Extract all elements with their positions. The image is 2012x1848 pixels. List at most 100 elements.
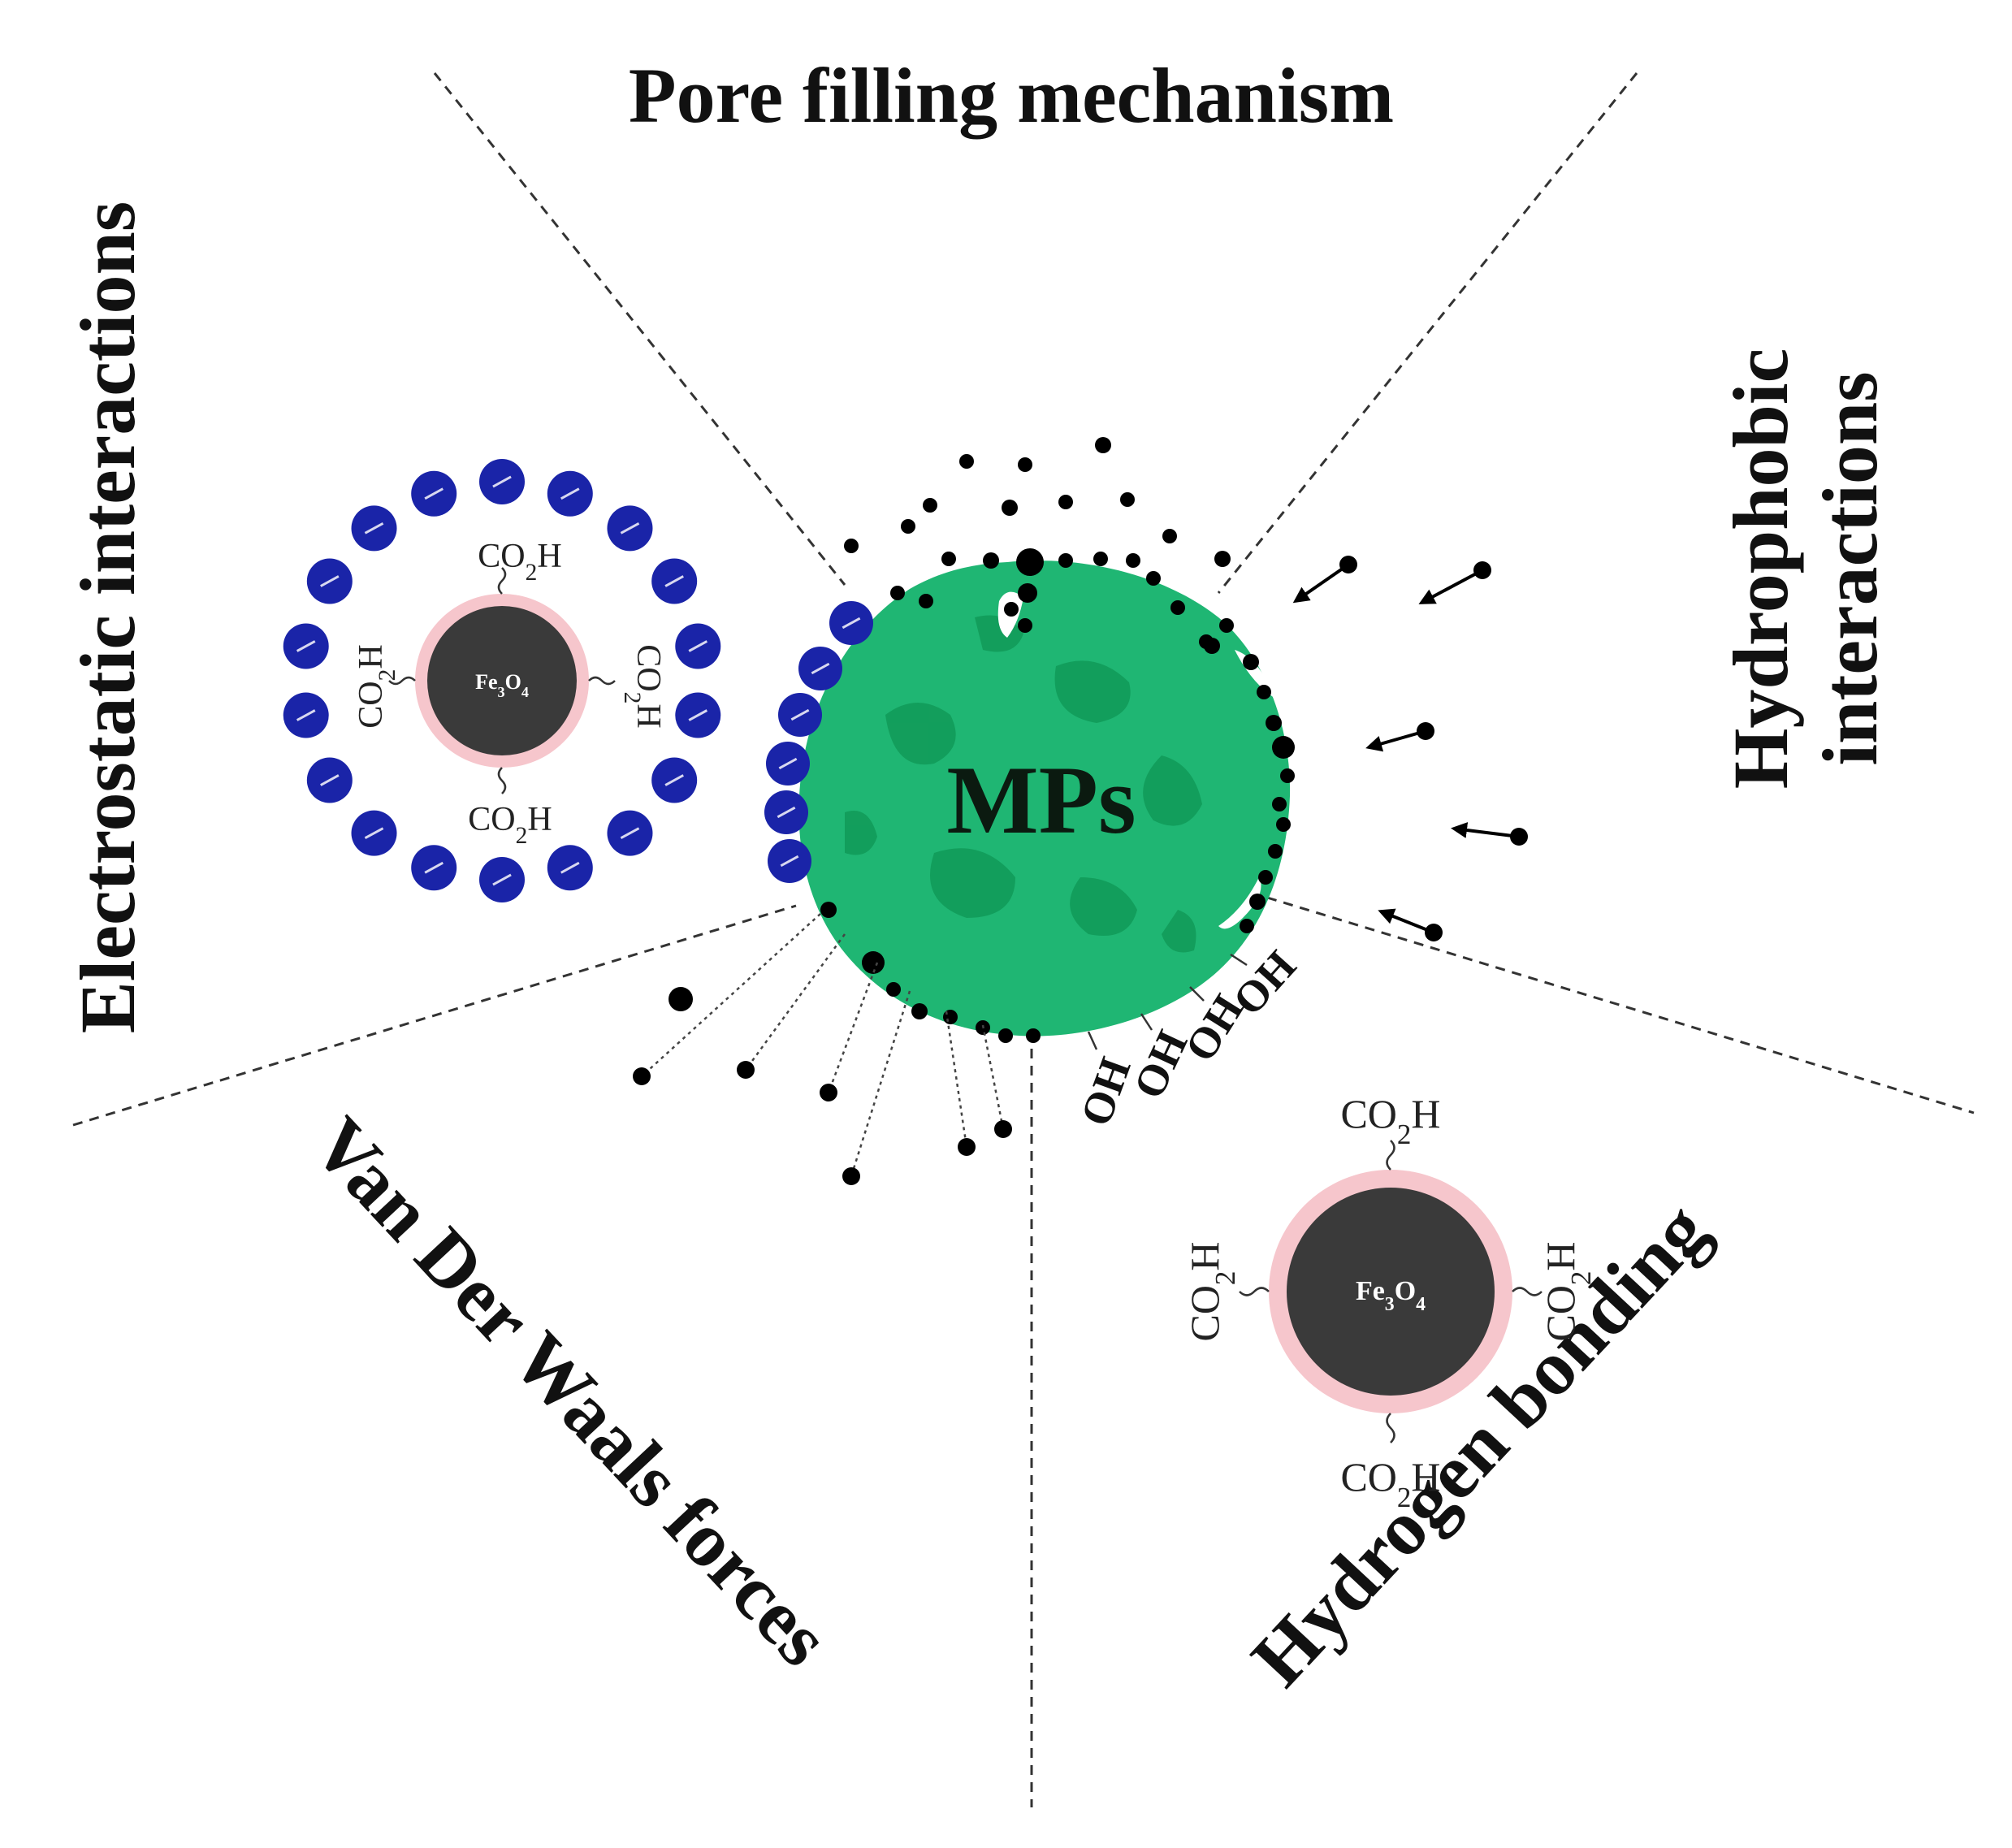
vdw-line	[744, 933, 846, 1071]
hb-nanoparticle-core-label: Fe3O4	[1356, 1276, 1426, 1315]
pollutant-dot	[1170, 600, 1185, 615]
pollutant-dot	[983, 552, 999, 569]
anion-12	[306, 757, 353, 803]
pollutant-dot	[1272, 797, 1287, 811]
vdw-line	[945, 1011, 968, 1148]
vdw-line	[850, 990, 911, 1177]
pollutant-dot	[1058, 495, 1073, 509]
electrostatic-nanoparticle: Fe3O4 CO2H CO2H CO2H CO2H	[283, 459, 721, 902]
vdw-dot	[994, 1120, 1012, 1138]
arrow-icon	[1418, 561, 1491, 604]
oh-label-1: OH	[1071, 1051, 1140, 1132]
adsorbed-anions	[764, 601, 873, 883]
pollutant-dot	[844, 539, 859, 553]
minus-charge-icon	[664, 575, 684, 587]
minus-charge-icon	[424, 487, 444, 500]
microplastic-particle: MPs	[798, 560, 1291, 1037]
hydrophobic-heading-line2: interactions	[1806, 371, 1893, 765]
pollutant-dot	[1002, 500, 1018, 516]
pollutant-dot	[1058, 553, 1073, 568]
adsorbed-anion-3	[766, 742, 810, 786]
anion-3	[651, 558, 698, 604]
pollutant-dot	[1016, 548, 1044, 576]
minus-charge-icon	[778, 757, 798, 770]
adsorbed-anion-0	[829, 601, 873, 645]
pollutant-dot	[820, 902, 837, 918]
pollutant-dot	[901, 519, 915, 534]
pollutant-dot	[943, 1010, 958, 1024]
minus-charge-icon	[296, 640, 316, 652]
arrow-shaft	[1365, 729, 1426, 752]
anion-5	[675, 692, 721, 738]
pollutant-dot	[923, 498, 937, 513]
hydrophobic-heading-line1: Hydrophobic	[1717, 348, 1804, 789]
arrow-icon	[1365, 722, 1434, 752]
minus-charge-icon	[780, 855, 799, 868]
anion-9	[479, 857, 525, 902]
arrow-icon	[1451, 822, 1528, 846]
pollutant-dot	[1257, 685, 1271, 699]
anion-17	[411, 470, 457, 517]
section-dividers	[72, 72, 1975, 1807]
minus-charge-icon	[492, 873, 512, 886]
arrow-shaft	[1378, 908, 1434, 934]
minus-charge-icon	[811, 662, 830, 675]
pollutant-dot	[1276, 817, 1291, 832]
minus-charge-icon	[364, 522, 384, 534]
minus-charge-icon	[620, 827, 640, 840]
pollutant-dot	[1280, 768, 1295, 783]
minus-charge-icon	[620, 522, 640, 534]
pollutant-dot	[1249, 894, 1266, 910]
minus-charge-icon	[842, 617, 861, 630]
electrostatic-heading: Electrostatic interactions	[64, 201, 151, 1034]
pollutant-dot	[959, 454, 974, 469]
pollutant-dot	[1018, 618, 1032, 633]
anion-16	[351, 505, 397, 552]
pollutant-dot	[1120, 492, 1135, 507]
minus-charge-icon	[560, 487, 580, 500]
linker-right	[588, 676, 616, 686]
pollutant-dot	[1258, 870, 1273, 885]
vdw-dot	[842, 1167, 860, 1185]
arrow-icon	[1292, 556, 1357, 604]
vdw-line	[981, 1024, 1005, 1130]
hb-co2h-bottom-label: CO2H	[1340, 1454, 1440, 1513]
hydroxyl-groups: OH OH OH OH	[1071, 941, 1305, 1132]
adsorbed-anion-5	[768, 839, 811, 883]
anion-10	[411, 845, 457, 891]
pollutant-dot	[1026, 1028, 1041, 1043]
anion-1	[547, 470, 593, 517]
pollutant-dot	[886, 982, 901, 997]
hydrophobic-dot	[1339, 556, 1357, 573]
divider-right	[1266, 896, 1975, 1114]
vdw-dot	[737, 1061, 755, 1079]
pollutant-dot	[1018, 457, 1032, 472]
anion-11	[351, 810, 397, 856]
pollutant-dot	[669, 987, 693, 1011]
arrow-shaft	[1451, 822, 1520, 838]
vdw-dot	[958, 1138, 976, 1156]
pollutant-dots	[669, 437, 1295, 1043]
pollutant-dot	[1268, 844, 1283, 859]
vdw-dot	[820, 1084, 837, 1101]
anion-6	[651, 757, 698, 803]
divider-left	[72, 904, 797, 1127]
pollutant-dot	[890, 586, 905, 600]
pollutant-dot	[919, 594, 933, 608]
divider-top-left	[433, 72, 846, 586]
hb-nanoparticle-core	[1287, 1188, 1495, 1396]
linker-left	[388, 676, 416, 686]
minus-charge-icon	[320, 774, 340, 786]
hydrogen-bonding-nanoparticle: Fe3O4 CO2H CO2H CO2H CO2H	[1182, 1091, 1597, 1513]
hydrophobic-dot	[1473, 561, 1491, 579]
minus-charge-icon	[424, 861, 444, 874]
pollutant-dot	[1243, 654, 1259, 670]
anion-13	[283, 692, 329, 738]
microplastic-body	[798, 560, 1291, 1037]
van-der-waals-heading: Van Der Waals forces	[296, 1101, 847, 1682]
arrow-shaft	[1418, 569, 1483, 604]
hydrophobic-dot	[1510, 828, 1528, 846]
minus-charge-icon	[688, 709, 708, 721]
hb-co2h-left-label: CO2H	[1182, 1241, 1241, 1341]
